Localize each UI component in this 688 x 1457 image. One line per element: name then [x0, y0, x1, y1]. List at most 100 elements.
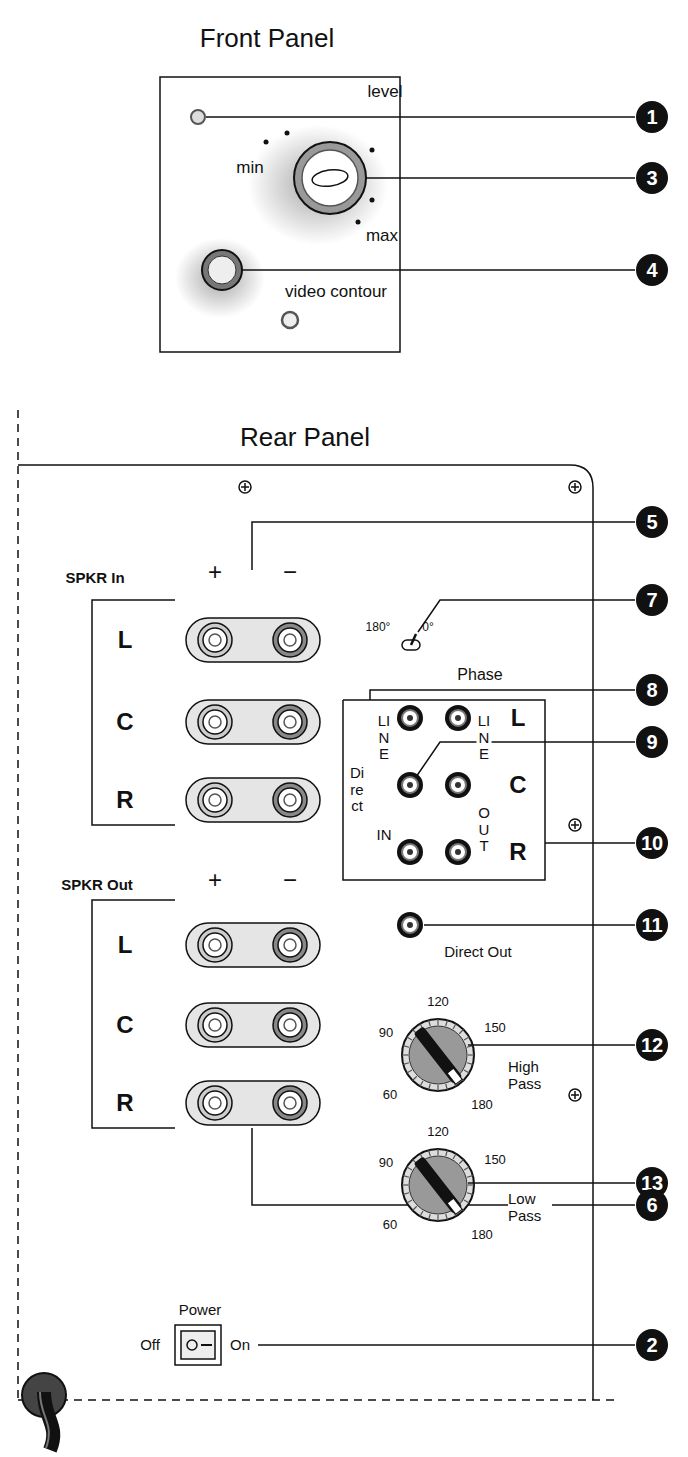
off-mark: [187, 1340, 197, 1350]
leader-line: [206, 116, 635, 118]
panel-label: Rear Panel: [240, 423, 370, 452]
panel-label: −: [283, 559, 297, 585]
panel-label: 150: [484, 1021, 506, 1035]
terminal-label: C: [509, 772, 526, 798]
panel-label: Power: [179, 1302, 222, 1319]
leader-line: [366, 177, 635, 179]
terminal-plate: [186, 700, 320, 744]
vertical-label: LINE: [477, 713, 492, 763]
callout-number: 10: [636, 827, 668, 859]
binding-post: [198, 705, 232, 739]
switch-lever: [411, 634, 416, 645]
panel-label: 0°: [422, 621, 433, 634]
knob-pointer: [311, 168, 349, 189]
panel-label: +: [208, 559, 222, 585]
terminal-label: R: [116, 787, 133, 813]
contour-button: [202, 250, 242, 290]
leader-line: [545, 842, 635, 844]
terminal-label: SPKR Out: [61, 877, 133, 894]
panel-label: Phase: [457, 666, 502, 684]
binding-post: [273, 783, 307, 817]
panel-label: 120: [427, 995, 449, 1009]
cord-highlight: [40, 1392, 49, 1448]
panel-label: +: [208, 867, 222, 893]
screw: [569, 481, 581, 493]
rca-jack: [445, 705, 471, 731]
rca-jack: [397, 772, 423, 798]
callout-number: 4: [636, 254, 668, 286]
cut-line: [17, 410, 19, 1400]
terminal-label: R: [116, 1090, 133, 1116]
leader-line: [424, 924, 635, 926]
vertical-label: OUT: [477, 805, 492, 855]
callout-number: 2: [636, 1329, 668, 1361]
panel-label: max: [366, 227, 398, 246]
scale-dot: [285, 131, 290, 136]
terminal-label: C: [116, 1012, 133, 1038]
terminal-plate: [186, 778, 320, 822]
screw: [569, 819, 581, 831]
on-mark: [201, 1344, 212, 1346]
panel-label: On: [230, 1337, 250, 1354]
crossover-knob: [402, 1019, 474, 1091]
panel-label: Front Panel: [200, 24, 334, 53]
power-switch: [175, 1325, 221, 1365]
leader-line: [258, 1344, 635, 1346]
screw: [239, 481, 251, 493]
control-label: High Pass: [508, 1059, 552, 1092]
scale-dot: [370, 148, 375, 153]
jack-frame: [343, 700, 545, 880]
rca-jack: [397, 705, 423, 731]
binding-post: [198, 928, 232, 962]
panel-label: min: [236, 159, 263, 178]
callout-number: 7: [636, 584, 668, 616]
leader-line: [418, 600, 635, 632]
leader-line: [370, 690, 635, 700]
terminal-label: L: [118, 627, 133, 653]
crossover-knob: [402, 1149, 474, 1221]
rear-panel: [18, 465, 593, 1400]
terminal-label: SPKR In: [65, 570, 124, 587]
panel-label: level: [368, 83, 403, 102]
terminal-label: R: [509, 839, 526, 865]
terminal-plate: [186, 1081, 320, 1125]
vertical-label: Direct: [350, 765, 365, 815]
terminal-plate: [186, 1003, 320, 1047]
panel-label: 180°: [366, 621, 391, 634]
panel-label: 90: [379, 1156, 393, 1170]
leader-line: [468, 1182, 635, 1184]
panel-label: 60: [383, 1218, 397, 1232]
callout-number: 6: [636, 1189, 668, 1221]
rca-jack: [397, 839, 423, 865]
callout-number: 3: [636, 162, 668, 194]
knob-face: [302, 150, 358, 206]
callout-number: 9: [636, 726, 668, 758]
leader-line: [242, 269, 635, 271]
terminal-label: L: [511, 705, 526, 731]
callout-number: 12: [636, 1029, 668, 1061]
binding-post: [273, 928, 307, 962]
scale-dot: [356, 220, 361, 225]
panel-label: 60: [383, 1088, 397, 1102]
rocker: [181, 1331, 215, 1359]
binding-post: [273, 705, 307, 739]
control-label: Low Pass: [508, 1191, 552, 1224]
scale-dot: [264, 140, 269, 145]
callout-number: 5: [636, 506, 668, 538]
shadow: [175, 238, 265, 318]
panel-label: 180: [471, 1098, 493, 1112]
callout-number: 11: [636, 909, 668, 941]
callout-number: 8: [636, 674, 668, 706]
panel-label: −: [283, 867, 297, 893]
panel-label: video contour: [285, 283, 387, 302]
rca-jack: [445, 772, 471, 798]
rca-jack: [397, 912, 423, 938]
panel-label: 150: [484, 1153, 506, 1167]
rca-jack: [445, 839, 471, 865]
binding-post: [198, 783, 232, 817]
terminal-plate: [186, 923, 320, 967]
binding-post: [198, 1086, 232, 1120]
